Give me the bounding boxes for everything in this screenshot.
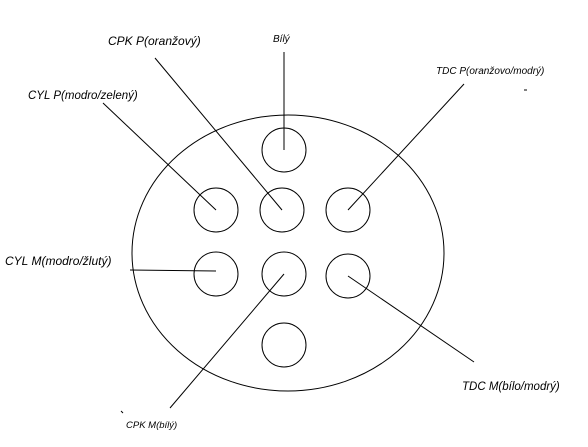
pin-cpk-m	[261, 251, 307, 297]
label-tdc-p: TDC P(oranžovo/modrý)	[436, 66, 544, 77]
label-cyl-p: CYL P(modro/zelený)	[28, 90, 138, 102]
pin-bottom	[261, 322, 307, 368]
leader-cpk-m	[169, 273, 285, 409]
connector-body	[131, 114, 445, 392]
pin-tdc-m	[325, 253, 371, 299]
pin-cpk-p	[259, 187, 305, 233]
leader-tdc-m	[347, 275, 475, 363]
leader-cyl-m	[129, 269, 217, 272]
leader-cyl-p	[102, 102, 217, 211]
label-cyl-m: CYL M(modro/žlutý)	[5, 254, 111, 268]
label-cpk-m: CPK M(bílý)	[126, 420, 177, 431]
pin-cyl-m	[193, 251, 239, 297]
leader-cpk-p	[154, 57, 283, 211]
label-bily: Bílý	[273, 34, 291, 45]
stray-mark-bottom	[120, 410, 124, 414]
pin-cyl-p	[193, 187, 239, 233]
label-cpk-p: CPK P(oranžový)	[108, 34, 201, 48]
label-tdc-m: TDC M(bílo/modrý)	[462, 381, 560, 393]
leader-tdc-p	[347, 83, 465, 211]
pin-tdc-p	[325, 187, 371, 233]
